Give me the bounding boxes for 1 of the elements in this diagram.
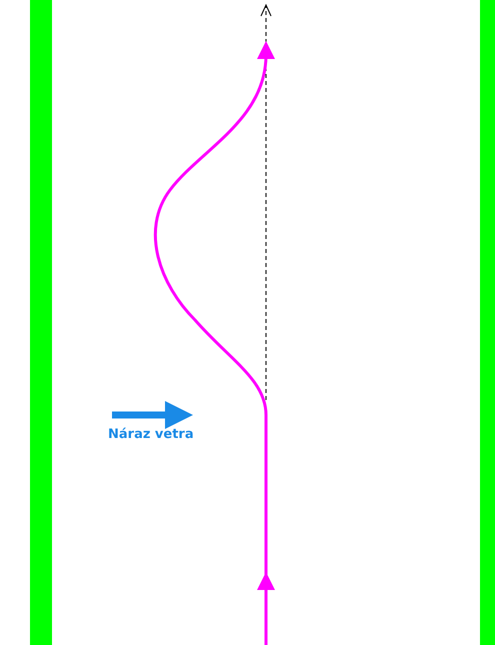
force-label: Náraz vetra (108, 427, 194, 442)
